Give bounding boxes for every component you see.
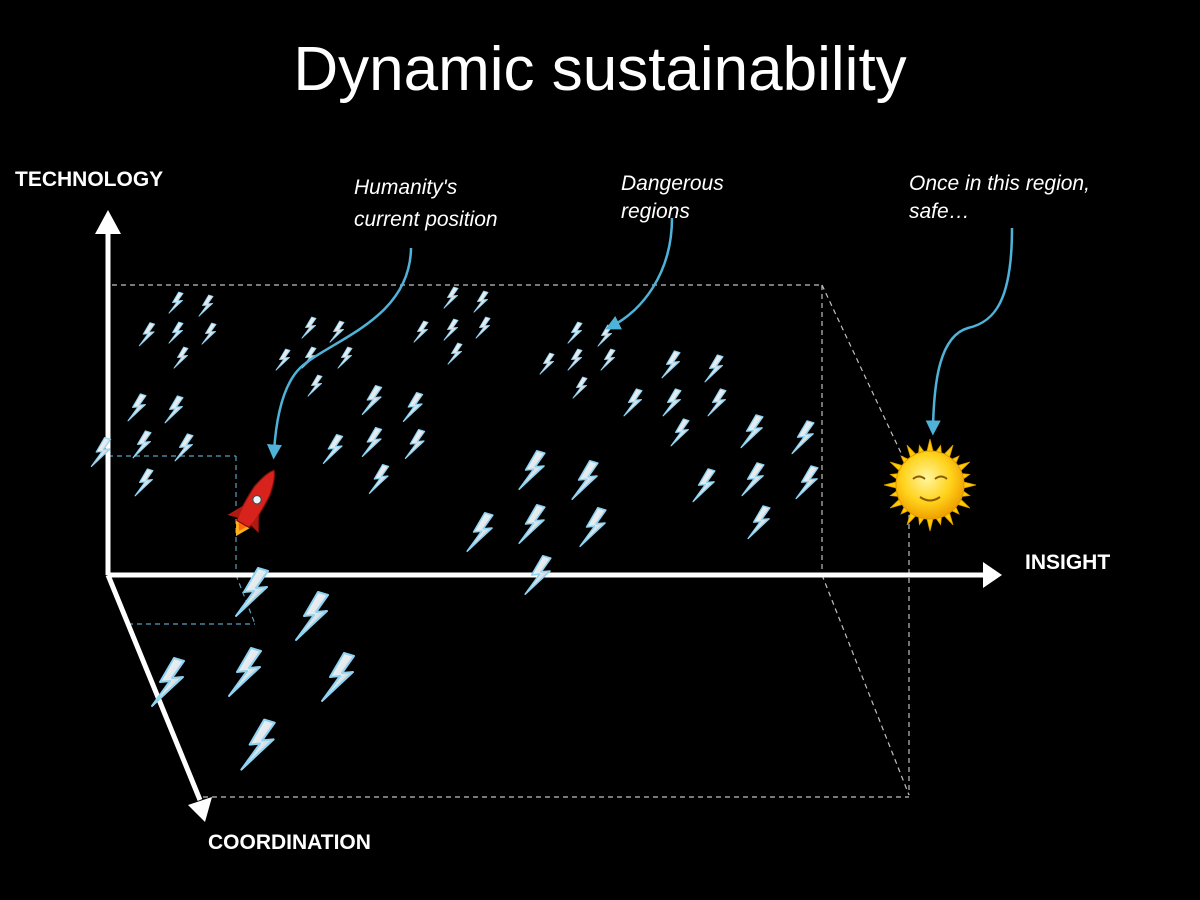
lightning-bolt-icon bbox=[168, 291, 184, 314]
lightning-bolt-icon bbox=[740, 413, 764, 449]
lightning-bolt-icon bbox=[201, 322, 217, 345]
lightning-bolt-icon bbox=[402, 391, 424, 423]
lightning-bolt-icon bbox=[322, 433, 344, 465]
lightning-bolt-icon bbox=[623, 388, 643, 417]
lightning-bolt-icon bbox=[443, 318, 459, 341]
lightning-bolt-icon bbox=[747, 504, 771, 540]
lightning-bolt-icon bbox=[517, 449, 547, 491]
lightning-bolt-icon bbox=[661, 350, 681, 379]
region-box bbox=[112, 284, 910, 798]
lightning-bolt-icon bbox=[704, 354, 724, 383]
arrow-to-safe-region bbox=[925, 227, 1014, 436]
lightning-bolt-icon bbox=[368, 463, 390, 495]
hazard-bolts bbox=[90, 286, 819, 772]
lightning-bolt-icon bbox=[413, 320, 429, 343]
lightning-bolt-icon bbox=[173, 346, 189, 369]
lightning-bolt-icon bbox=[404, 428, 426, 460]
lightning-bolt-icon bbox=[227, 646, 263, 698]
lightning-bolt-icon bbox=[475, 316, 491, 339]
axes bbox=[95, 210, 1002, 822]
lightning-bolt-icon bbox=[572, 376, 588, 399]
lightning-bolt-icon bbox=[517, 503, 547, 545]
lightning-bolt-icon bbox=[134, 468, 154, 497]
lightning-bolt-icon bbox=[138, 321, 156, 347]
lightning-bolt-icon bbox=[473, 290, 489, 313]
coordination-axis-arrowhead bbox=[188, 797, 212, 822]
annotation-humanity-position: Humanity's current position bbox=[354, 176, 498, 231]
technology-axis-arrowhead bbox=[95, 210, 121, 234]
lightning-bolt-icon bbox=[600, 348, 616, 371]
annotation-dangerous-regions: Dangerous regions bbox=[621, 172, 724, 223]
lightning-bolt-icon bbox=[174, 433, 194, 462]
rocket-icon bbox=[227, 469, 276, 537]
lightning-bolt-icon bbox=[707, 388, 727, 417]
lightning-bolt-icon bbox=[791, 419, 815, 455]
lightning-bolt-icon bbox=[132, 430, 152, 459]
lightning-bolt-icon bbox=[150, 656, 186, 708]
lightning-bolt-icon bbox=[294, 590, 330, 642]
current-position-box bbox=[108, 455, 256, 625]
lightning-bolt-icon bbox=[539, 352, 555, 375]
slide-title: Dynamic sustainability bbox=[293, 35, 907, 104]
coordination-axis bbox=[105, 574, 203, 801]
lightning-bolt-icon bbox=[301, 316, 317, 339]
lightning-bolt-icon bbox=[570, 459, 600, 501]
lightning-bolt-icon bbox=[198, 294, 214, 317]
axis-label-technology: TECHNOLOGY bbox=[15, 168, 164, 191]
axis-label-coordination: COORDINATION bbox=[208, 831, 371, 854]
lightning-bolt-icon bbox=[670, 418, 690, 447]
arrow-to-current-position bbox=[266, 247, 413, 460]
lightning-bolt-icon bbox=[443, 286, 459, 309]
annotation-safe-region: Once in this region, safe… bbox=[909, 172, 1090, 223]
lightning-bolt-icon bbox=[692, 467, 716, 503]
lightning-bolt-icon bbox=[361, 384, 383, 416]
lightning-bolt-icon bbox=[567, 348, 583, 371]
lightning-bolt-icon bbox=[337, 346, 353, 369]
lightning-bolt-icon bbox=[164, 395, 184, 424]
axis-label-insight: INSIGHT bbox=[1025, 551, 1111, 574]
lightning-bolt-icon bbox=[741, 461, 765, 497]
lightning-bolt-icon bbox=[361, 426, 383, 458]
lightning-bolt-icon bbox=[239, 717, 277, 772]
lightning-bolt-icon bbox=[307, 374, 323, 397]
sun-icon bbox=[883, 438, 977, 532]
lightning-bolt-icon bbox=[168, 321, 184, 344]
arrow-to-dangerous-regions bbox=[605, 217, 674, 330]
lightning-bolt-icon bbox=[465, 511, 495, 553]
insight-axis-arrowhead bbox=[983, 562, 1002, 588]
lightning-bolt-icon bbox=[320, 651, 356, 703]
lightning-bolt-icon bbox=[127, 393, 147, 422]
lightning-bolt-icon bbox=[795, 464, 819, 500]
lightning-bolt-icon bbox=[597, 324, 613, 347]
lightning-bolt-icon bbox=[447, 342, 463, 365]
lightning-bolt-icon bbox=[275, 348, 291, 371]
lightning-bolt-icon bbox=[567, 321, 583, 344]
annotation-arrows bbox=[266, 217, 1014, 460]
lightning-bolt-icon bbox=[578, 506, 608, 548]
lightning-bolt-icon bbox=[662, 388, 682, 417]
